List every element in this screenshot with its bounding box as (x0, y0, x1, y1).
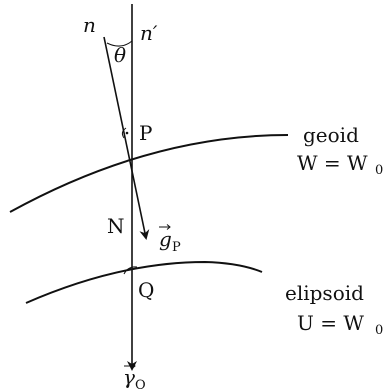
label-geoid: geoid (303, 123, 359, 147)
right-angle-dot-p (125, 131, 129, 135)
right-angle-dot-q (128, 267, 132, 271)
label-elipsoid-equation: U = W (297, 311, 364, 335)
label-n-prime: n′ (140, 21, 158, 45)
geoid-curve (9, 134, 289, 213)
plumb-line (103, 36, 150, 240)
theta-arc (106, 40, 133, 47)
gamma-vector-arrow (124, 363, 136, 369)
g-vector-arrow (159, 224, 171, 230)
label-g-sub: P (172, 240, 181, 255)
label-elipsoid-equation-sub: 0 (375, 323, 383, 338)
ellipsoid-curve (25, 260, 263, 304)
label-geoid-equation: W = W (297, 151, 368, 175)
label-gamma-vector: γ (123, 365, 135, 389)
label-n: n (83, 13, 96, 37)
label-geoid-equation-sub: 0 (375, 163, 383, 178)
label-p: P (139, 121, 152, 145)
label-n-separation: N (107, 214, 125, 238)
label-theta: θ (114, 43, 126, 67)
label-g-vector: g (159, 227, 172, 251)
label-elipsoid: elipsoid (285, 281, 364, 305)
right-angle-marker-p (121, 127, 127, 139)
label-gamma-sub: Q (135, 378, 146, 389)
label-q: Q (138, 278, 154, 302)
